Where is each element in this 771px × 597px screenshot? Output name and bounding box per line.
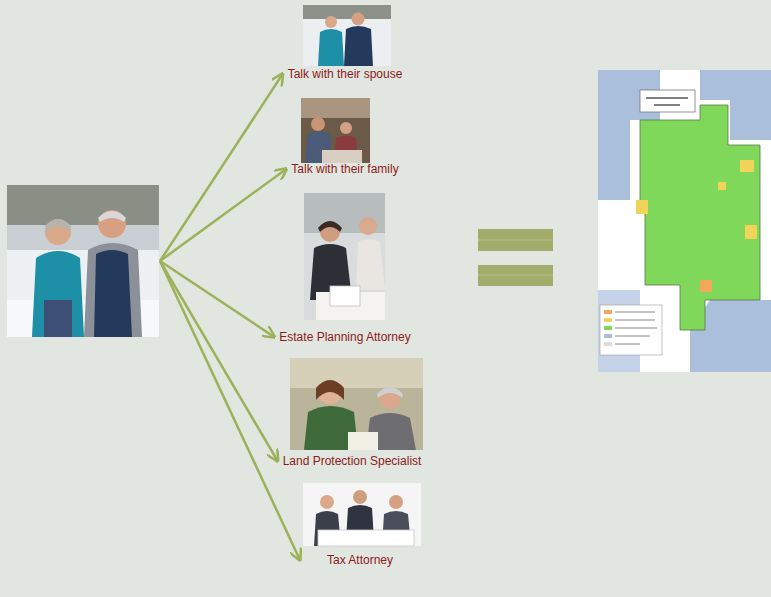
photo-node	[7, 185, 159, 337]
photo-caption: Tax Attorney	[327, 553, 393, 567]
tax-photo	[303, 483, 421, 546]
equals-sign	[478, 229, 553, 286]
land-map	[598, 70, 771, 372]
photo-caption-node: Talk with their family	[289, 98, 400, 177]
family-photo	[301, 98, 370, 163]
photo-caption-node: Land Protection Specialist	[281, 358, 424, 469]
arrow-connector	[160, 74, 283, 261]
arrow-connector	[160, 169, 286, 261]
photo-caption: Talk with their spouse	[288, 67, 403, 81]
photo-caption-node: Tax Attorney	[303, 483, 421, 568]
photo-caption: Land Protection Specialist	[283, 454, 422, 468]
specialist-photo	[290, 358, 423, 450]
couple-photo	[7, 185, 159, 337]
photo-caption-node: Estate Planning Attorney	[277, 193, 412, 345]
photo-caption: Talk with their family	[291, 162, 398, 176]
attorney-photo	[304, 193, 385, 320]
arrow-connector	[160, 261, 278, 461]
photo-caption-node: Talk with their spouse	[286, 5, 405, 82]
photo-caption: Estate Planning Attorney	[279, 330, 410, 344]
arrow-connector	[160, 261, 300, 560]
spouse-photo	[303, 5, 391, 66]
